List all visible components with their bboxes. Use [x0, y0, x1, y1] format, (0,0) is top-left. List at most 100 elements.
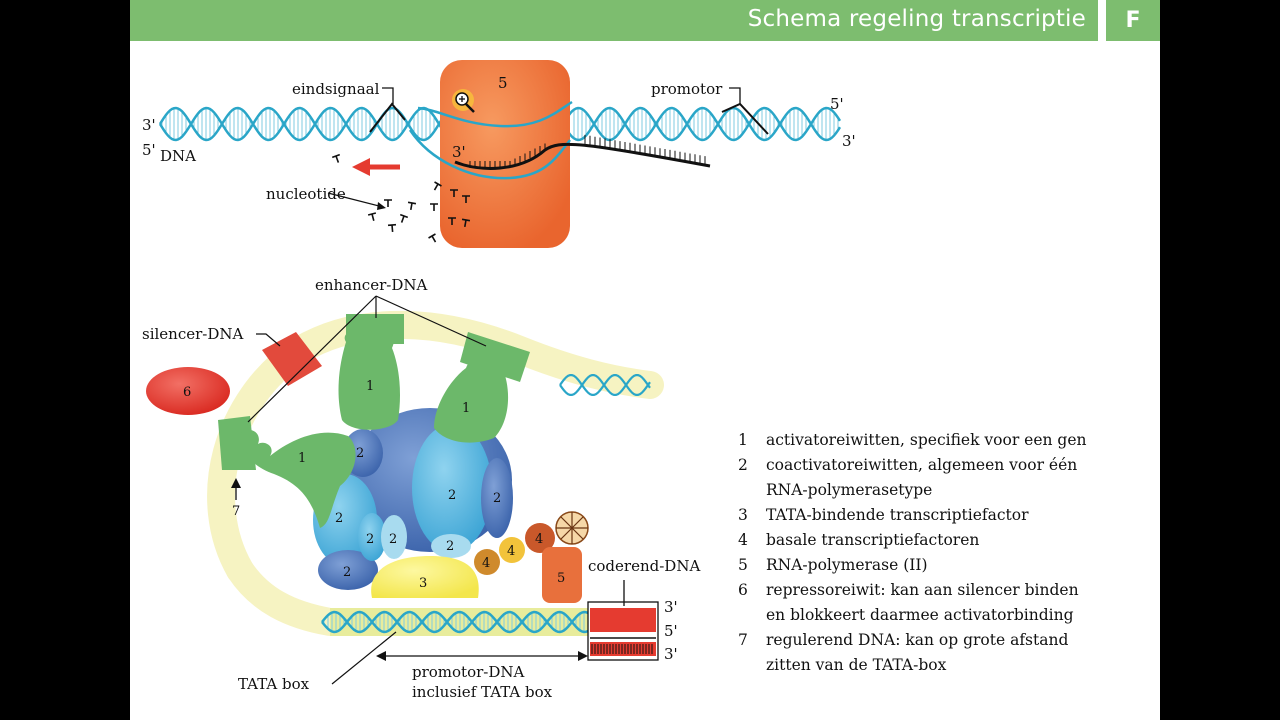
- num-coactivator-d: 2: [335, 511, 343, 526]
- opened-strand-lower: [408, 129, 571, 180]
- legend-number: 7: [738, 631, 748, 649]
- num-activator-right: 1: [462, 401, 470, 416]
- legend-item-3: 3 TATA-bindende transcriptiefactor: [738, 503, 1118, 528]
- legend-number: 3: [738, 506, 748, 524]
- label-promoter-dna-line1: promotor-DNA: [412, 663, 525, 681]
- label-rna-3prime: 3': [452, 143, 466, 161]
- coding-dna-bases: [591, 644, 653, 654]
- free-nucleotides: [331, 153, 471, 243]
- header-banner: Schema regeling transcriptie: [130, 0, 1098, 41]
- opened-strand-upper: [417, 100, 573, 128]
- num-coactivator-c: 2: [493, 491, 501, 506]
- tata-binding-factor: [371, 556, 479, 598]
- legend-number: 6: [738, 581, 748, 599]
- label-end-signal: eindsignaal: [292, 80, 380, 98]
- num-repressor: 6: [183, 385, 191, 400]
- num-activator-left: 1: [298, 451, 306, 466]
- legend-line: activatoreiwitten, specifiek voor een ge…: [766, 431, 1087, 449]
- num-basal-b: 4: [507, 544, 515, 559]
- activator-protein-right: [434, 357, 509, 443]
- num-basal-c: 4: [535, 532, 543, 547]
- coding-dna-red: [590, 608, 656, 632]
- page-title: Schema regeling transcriptie: [747, 6, 1086, 32]
- legend-line: en blokkeert daarmee activatorbinding: [766, 606, 1074, 624]
- label-coding: coderend-DNA: [588, 557, 700, 575]
- legend-item-6: 6 repressoreiwit: kan aan silencer binden…: [738, 578, 1118, 628]
- legend-line: RNA-polymerase (II): [766, 556, 928, 574]
- coactivator-lower-left: [318, 550, 378, 590]
- label-tata: TATA box: [238, 675, 310, 693]
- basal-factor-c: [525, 523, 555, 553]
- legend-item-1: 1 activatoreiwitten, specifiek voor een g…: [738, 428, 1118, 453]
- legend-text: TATA-bindende transcriptiefactor: [766, 503, 1118, 528]
- rna-transcript-bases: [469, 134, 706, 168]
- label-enhancer: enhancer-DNA: [315, 276, 427, 294]
- legend-line: basale transcriptiefactoren: [766, 531, 980, 549]
- label-nucleotide: nucleotide: [266, 185, 346, 203]
- label-top-right-3prime: 3': [842, 132, 856, 150]
- label-bottom-5prime: 5': [664, 622, 678, 640]
- basal-factor-a: [474, 549, 500, 575]
- bottom-dna-helix: [321, 610, 589, 634]
- num-polymerase: 5: [557, 571, 565, 586]
- num-coactivator-h: 2: [343, 565, 351, 580]
- enhancer-block-3: [218, 416, 256, 470]
- num-basal-a: 4: [482, 556, 490, 571]
- legend-line: coactivatoreiwitten, algemeen voor één: [766, 456, 1078, 474]
- activator-protein-top: [338, 330, 400, 430]
- legend-number: 5: [738, 556, 748, 574]
- legend: 1 activatoreiwitten, specifiek voor een g…: [738, 428, 1118, 678]
- nucleotide-pointer: [327, 192, 384, 208]
- basal-factor-b: [499, 537, 525, 563]
- rna-polymerase-block: [440, 60, 570, 248]
- legend-line: repressoreiwit: kan aan silencer binden: [766, 581, 1079, 599]
- legend-line: TATA-bindende transcriptiefactor: [766, 506, 1029, 524]
- num-coactivator-b: 2: [448, 488, 456, 503]
- enhancer-pointers: [247, 295, 487, 423]
- legend-item-5: 5 RNA-polymerase (II): [738, 553, 1118, 578]
- legend-line: zitten van de TATA-box: [766, 656, 947, 674]
- legend-line: regulerend DNA: kan op grote afstand: [766, 631, 1069, 649]
- legend-line: RNA-polymerasetype: [766, 481, 933, 499]
- top-dna-rungs: [161, 108, 839, 140]
- label-silencer: silencer-DNA: [142, 325, 243, 343]
- end-signal-segment: [369, 102, 406, 133]
- num-coactivator-g: 2: [446, 539, 454, 554]
- legend-item-4: 4 basale transcriptiefactoren: [738, 528, 1118, 553]
- loop-end-helix: [559, 374, 651, 396]
- legend-item-7: 7 regulerend DNA: kan op grote afstand zit…: [738, 628, 1118, 678]
- label-dna: DNA: [160, 147, 196, 165]
- legend-text: RNA-polymerase (II): [766, 553, 1118, 578]
- legend-text: basale transcriptiefactoren: [766, 528, 1118, 553]
- legend-number: 2: [738, 456, 748, 474]
- rna-transcript: [454, 142, 711, 170]
- label-bottom-3prime-a: 3': [664, 598, 678, 616]
- label-top-left-3prime: 3': [142, 116, 156, 134]
- repressor-protein: [146, 367, 230, 415]
- num-coactivator-a: 2: [356, 446, 364, 461]
- label-promoter-dna-line2: inclusief TATA box: [412, 683, 553, 701]
- label-top-right-5prime: 5': [830, 95, 844, 113]
- silencer-block: [262, 332, 322, 386]
- num-tata-factor: 3: [419, 576, 427, 591]
- label-bottom-3prime-b: 3': [664, 645, 678, 663]
- legend-text: repressoreiwit: kan aan silencer binden e…: [766, 578, 1118, 628]
- section-letter: F: [1106, 0, 1160, 41]
- enhancer-block-2: [460, 332, 530, 382]
- num-regulatory-dna: 7: [232, 504, 240, 519]
- legend-number: 4: [738, 531, 748, 549]
- legend-text: regulerend DNA: kan op grote afstand zitt…: [766, 628, 1118, 678]
- legend-number: 1: [738, 431, 748, 449]
- num-activator-top: 1: [366, 379, 374, 394]
- coactivator-right-edge: [481, 458, 513, 538]
- coactivator-right: [412, 424, 492, 552]
- rna-polymerase-bottom: [542, 547, 582, 603]
- label-polymerase-5: 5: [498, 74, 508, 92]
- label-top-left-5prime: 5': [142, 141, 156, 159]
- activator-protein-left: [239, 429, 356, 528]
- legend-text: activatoreiwitten, specifiek voor een ge…: [766, 428, 1118, 453]
- num-coactivator-f: 2: [389, 532, 397, 547]
